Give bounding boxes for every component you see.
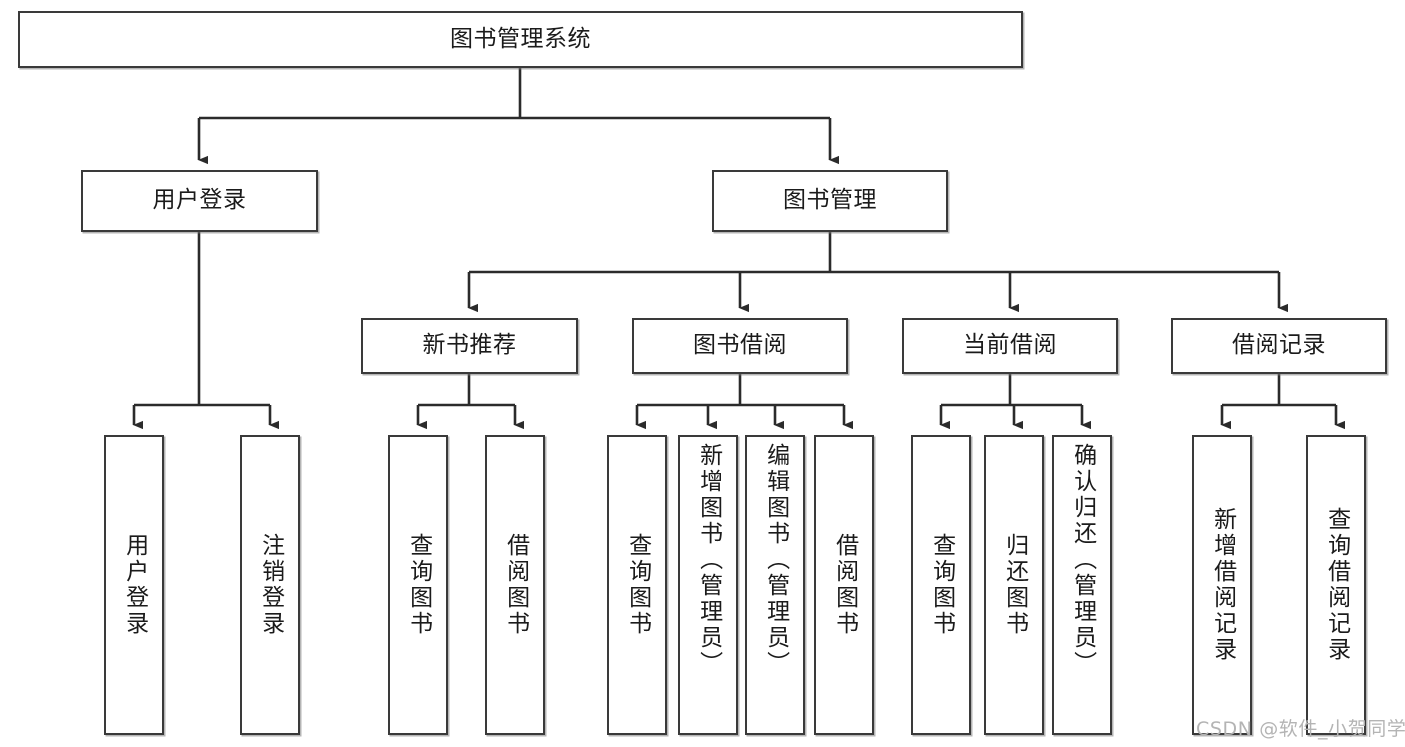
node-label: 用户登录 <box>121 533 148 637</box>
node-book-manage[interactable]: 图书管理 <box>712 170 948 232</box>
node-label: 借阅图书 <box>502 533 529 637</box>
node-label: 图书管理 <box>783 187 877 214</box>
node-leaf-confirm-return-admin[interactable]: 确认归还（管理员） <box>1052 435 1112 735</box>
node-label: 归还图书 <box>1001 533 1028 637</box>
node-current-borrow[interactable]: 当前借阅 <box>902 318 1118 374</box>
node-leaf-edit-book-admin[interactable]: 编辑图书（管理员） <box>745 435 805 735</box>
node-user-login[interactable]: 用户登录 <box>81 170 318 232</box>
node-leaf-query-book-3[interactable]: 查询图书 <box>911 435 971 735</box>
node-leaf-query-borrow-record[interactable]: 查询借阅记录 <box>1306 435 1366 735</box>
node-leaf-user-logout[interactable]: 注销登录 <box>240 435 300 735</box>
node-leaf-query-book-2[interactable]: 查询图书 <box>607 435 667 735</box>
node-root-book-management-system[interactable]: 图书管理系统 <box>18 11 1023 68</box>
node-label: 新书推荐 <box>422 332 517 359</box>
node-label: 图书借阅 <box>693 332 787 359</box>
node-leaf-user-login[interactable]: 用户登录 <box>104 435 164 735</box>
node-leaf-borrow-book-2[interactable]: 借阅图书 <box>814 435 874 735</box>
node-leaf-borrow-book-1[interactable]: 借阅图书 <box>485 435 545 735</box>
node-label: 新增图书（管理员） <box>695 443 722 677</box>
node-leaf-add-book-admin[interactable]: 新增图书（管理员） <box>678 435 738 735</box>
node-label: 新增借阅记录 <box>1209 507 1236 663</box>
node-label: 确认归还（管理员） <box>1069 443 1096 677</box>
node-label: 查询图书 <box>405 533 432 637</box>
node-label: 用户登录 <box>152 187 247 214</box>
node-label: 查询图书 <box>928 533 955 637</box>
node-borrow-record[interactable]: 借阅记录 <box>1171 318 1387 374</box>
node-label: 注销登录 <box>257 533 284 637</box>
node-leaf-add-borrow-record[interactable]: 新增借阅记录 <box>1192 435 1252 735</box>
node-label: 查询图书 <box>624 533 651 637</box>
node-label: 编辑图书（管理员） <box>762 443 789 677</box>
node-label: 图书管理系统 <box>450 25 591 52</box>
connector-lines <box>132 68 1345 430</box>
node-label: 借阅图书 <box>831 533 858 637</box>
node-leaf-return-book[interactable]: 归还图书 <box>984 435 1044 735</box>
node-label: 借阅记录 <box>1232 332 1326 359</box>
node-book-borrow[interactable]: 图书借阅 <box>632 318 848 374</box>
node-label: 当前借阅 <box>963 332 1057 359</box>
node-label: 查询借阅记录 <box>1323 507 1350 663</box>
node-new-book-recommend[interactable]: 新书推荐 <box>361 318 578 374</box>
node-leaf-query-book-1[interactable]: 查询图书 <box>388 435 448 735</box>
